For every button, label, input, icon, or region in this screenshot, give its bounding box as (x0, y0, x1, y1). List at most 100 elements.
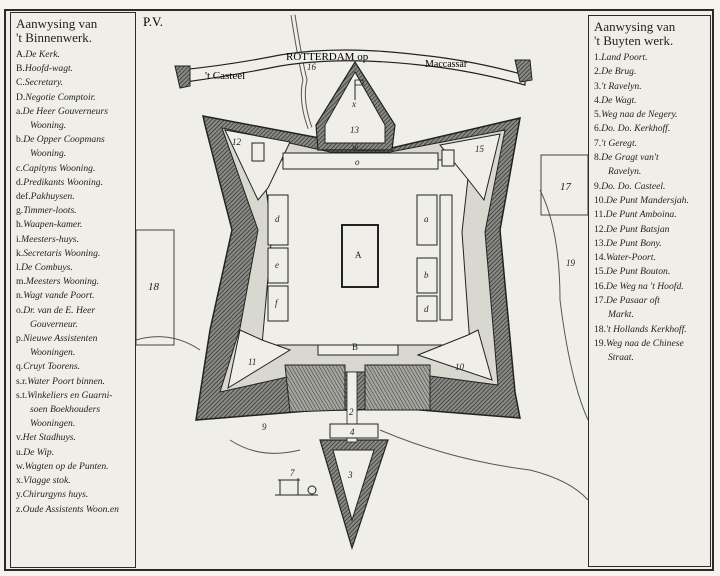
legend-text: Wagten op de Punten. (24, 460, 109, 472)
legend-key: y. (16, 489, 23, 501)
label-d: d (424, 304, 429, 314)
label-e: e (275, 260, 279, 270)
legend-item: 3.'t Ravelyn. (594, 80, 707, 94)
legend-text: Dr. van de E. Heer (23, 304, 96, 316)
legend-title-line: 't Binnenwerk. (16, 30, 92, 45)
legend-item: 10.De Punt Mandersjah. (594, 194, 707, 208)
label-17: 17 (560, 181, 572, 193)
legend-text: Meesters-huys. (21, 233, 79, 245)
legend-text: De Kerk. (25, 49, 60, 60)
label-w: w (352, 142, 358, 152)
legend-item: A.De Kerk. (16, 48, 132, 62)
legend-item: 4.De Wagt. (594, 94, 707, 108)
legend-item: s.r.Water Poort binnen. (16, 375, 132, 389)
legend-text: Winkeliers en Guarni- (27, 389, 113, 401)
legend-text: Land Poort. (601, 52, 648, 63)
label-16: 16 (307, 62, 317, 72)
legend-text: Do. Do. Kerkhoff. (601, 123, 671, 135)
legend-text: 't Geregt. (601, 137, 638, 149)
legend-key: 6. (594, 123, 602, 135)
legend-key: z. (16, 503, 23, 515)
legend-text: Capityns Wooning. (22, 162, 96, 174)
legend-text: Secretary. (24, 77, 64, 89)
legend-text: Predikants Wooning. (23, 176, 103, 188)
label-15: 15 (475, 144, 485, 154)
label-f: f (275, 298, 279, 308)
cemetery-18 (136, 229, 175, 346)
legend-key: 16. (594, 280, 606, 292)
legend-key: n. (16, 290, 24, 302)
legend-key: 1. (594, 52, 602, 63)
bastion-12 (224, 129, 291, 201)
plate-label: P.V. (143, 14, 163, 29)
label-11: 11 (248, 357, 256, 367)
legend-item: 13.De Punt Bony. (594, 237, 707, 251)
legend-key: x. (16, 475, 24, 487)
building-d-left (267, 194, 289, 246)
legend-key: b. (16, 134, 24, 146)
legend-key: 2. (594, 66, 602, 78)
label-9: 9 (262, 422, 267, 432)
legend-item: D.Negotie Comptoir. (16, 91, 132, 105)
label-o: o (355, 157, 360, 167)
legend-key: g. (16, 205, 24, 217)
legend-key: i. (16, 233, 22, 245)
legend-text: De Gragt van't (601, 152, 659, 164)
legend-key: 14. (594, 252, 606, 264)
legend-item: 15.De Punt Bouton. (594, 265, 707, 279)
legend-item: 12.De Punt Batsjan (594, 223, 707, 237)
legend-item: def.Pakhuysen. (16, 190, 132, 204)
bridge-2 (346, 371, 358, 443)
legend-text: Secretaris Wooning. (23, 247, 101, 259)
legend-item: 7.'t Geregt. (594, 137, 707, 151)
legend-key: 3. (594, 80, 602, 92)
legend-key: B. (16, 63, 25, 75)
market-17 (540, 154, 588, 216)
legend-text: Water Poort binnen. (27, 375, 105, 387)
legend-text: 't Hollands Kerkhoff. (606, 323, 687, 335)
legend-key: 10. (594, 194, 606, 206)
legend-item: d.Predikants Wooning. (16, 176, 132, 190)
legend-text-continued: Straat. (608, 352, 634, 364)
legend-item: u.De Wip. (16, 446, 132, 460)
label-3: 3 (347, 470, 353, 480)
legend-text-continued: Markt. (608, 309, 634, 321)
legend-text: De Combuys. (21, 262, 73, 274)
legend-text: Wagt vande Poort. (23, 290, 95, 302)
legend-text: De Opper Coopmans (23, 134, 105, 146)
legend-text-continued: soen Boekhouders (30, 404, 101, 416)
legend-key: h. (16, 219, 24, 231)
label-x: x (351, 99, 356, 109)
label-A: A (355, 250, 362, 260)
building-e (267, 247, 289, 284)
building-d-right (416, 295, 438, 322)
legend-text: Do. Do. Casteel. (601, 180, 666, 192)
legend-item: z.Oude Assistents Woon.en (16, 503, 132, 517)
legend-key: q. (16, 361, 24, 373)
legend-outer-works: Aanwysing van 't Buyten werk. 1.Land Poo… (588, 15, 711, 567)
legend-key: 5. (594, 109, 602, 121)
label-b: b (424, 270, 429, 280)
legend-item: 18.'t Hollands Kerkhoff. (594, 323, 707, 337)
legend-inner-works: Aanwysing van 't Binnenwerk. A.De Kerk.B… (10, 12, 136, 568)
label-13: 13 (350, 125, 360, 135)
legend-key: s.t. (16, 389, 28, 401)
legend-text: Weg naa de Negery. (601, 109, 678, 121)
legend-key: k. (16, 247, 24, 259)
legend-text: Vlagge stok. (23, 475, 71, 487)
legend-key: 8. (594, 152, 602, 164)
legend-item: w.Wagten op de Punten. (16, 460, 132, 474)
legend-text: De Punt Bouton. (606, 266, 671, 278)
legend-item: 5.Weg naa de Negery. (594, 108, 707, 122)
legend-outer-title: Aanwysing van 't Buyten werk. (594, 20, 707, 48)
legend-text: De Heer Gouverneurs (22, 105, 108, 117)
legend-key: p. (16, 333, 24, 345)
legend-key: w. (16, 460, 25, 472)
legend-key: o. (16, 304, 24, 316)
label-d2: d (275, 214, 280, 224)
label-4: 4 (350, 427, 355, 437)
